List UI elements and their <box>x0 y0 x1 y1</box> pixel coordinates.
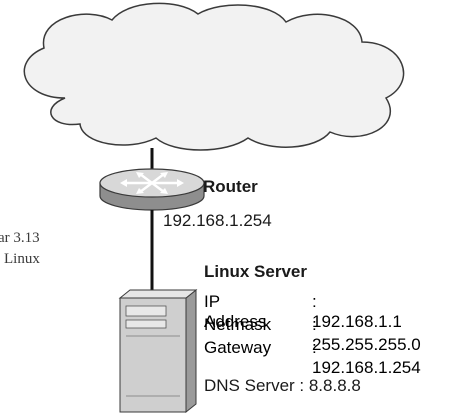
ip-address-value: : 192.168.1.1 <box>312 292 402 331</box>
router-ip: 192.168.1.254 <box>163 211 272 230</box>
router-icon <box>99 168 205 211</box>
figure-caption-line1: ar 3.13 <box>0 230 40 246</box>
netmask-key: Netmask <box>204 315 272 334</box>
server-title: Linux Server <box>204 262 307 281</box>
ip-address-key: IP Address <box>204 292 267 331</box>
netmask-value: : 255.255.255.0 <box>312 315 421 354</box>
gateway-key: Gateway <box>204 338 272 357</box>
server-icon <box>118 288 198 414</box>
dns-server-line: DNS Server : 8.8.8.8 <box>204 376 361 395</box>
internet-cloud <box>23 2 405 151</box>
gateway-value: : 192.168.1.254 <box>312 338 421 377</box>
router-label: Router <box>203 177 258 196</box>
figure-caption-line2: Linux <box>4 251 40 267</box>
